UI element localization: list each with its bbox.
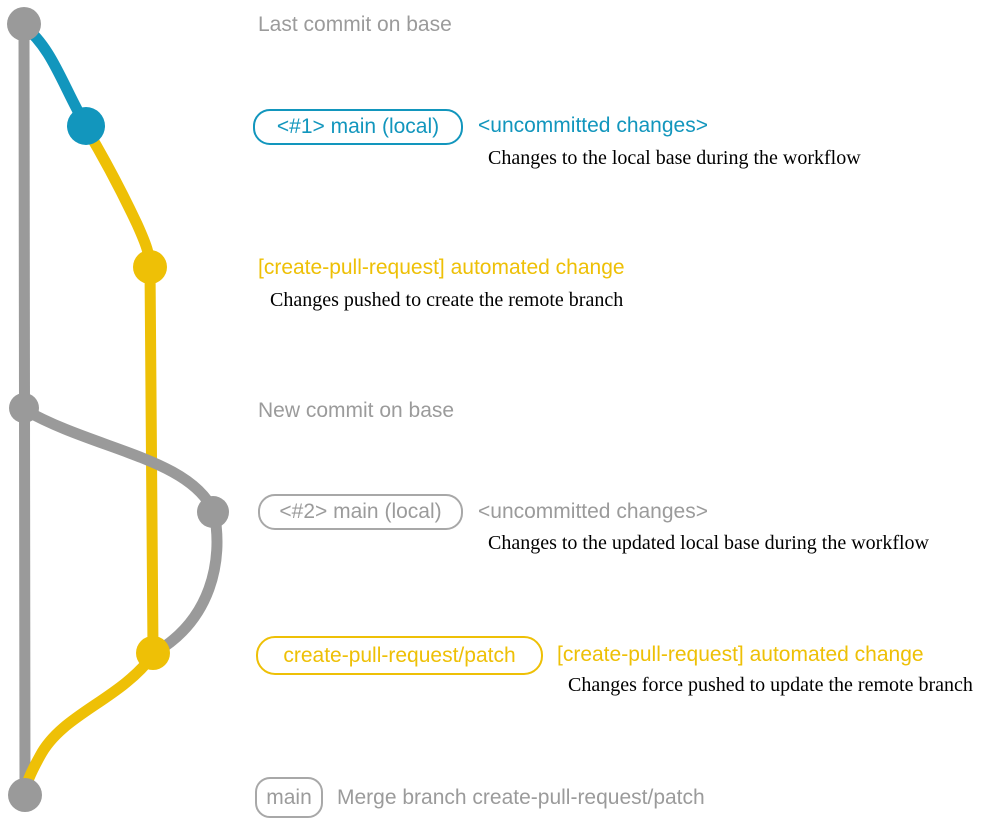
annotation-new-commit-on-base: New commit on base — [258, 399, 455, 422]
status-uncommitted-changes-1: <uncommitted changes> — [478, 114, 708, 137]
caption-local-base-changes-1: Changes to the local base during the wor… — [488, 147, 861, 169]
branch-edge-push-to-remote — [80, 122, 156, 276]
commit-message-merge: Merge branch create-pull-request/patch — [337, 786, 705, 809]
commit-message-automated-change-1: [create-pull-request] automated change — [258, 256, 625, 279]
annotation-last-commit-on-base: Last commit on base — [258, 13, 452, 36]
branch-badge-main: main — [255, 777, 323, 818]
branch-badge-label: <#1> main (local) — [276, 115, 440, 138]
branch-badge-label: <#2> main (local) — [279, 500, 442, 523]
status-uncommitted-changes-2: <uncommitted changes> — [478, 500, 708, 523]
caption-force-push-update-remote: Changes force pushed to update the remot… — [568, 674, 973, 696]
commit-dot-last-base — [7, 7, 41, 41]
branch-badge-main-local-2: <#2> main (local) — [258, 494, 463, 530]
commit-dot-local-main-1 — [67, 107, 105, 145]
branch-badge-label: create-pull-request/patch — [283, 643, 516, 667]
branch-edge-merge-to-base — [19, 649, 159, 799]
commit-dot-automated-change-1 — [133, 250, 167, 284]
commit-dot-new-base — [9, 393, 39, 423]
commit-dot-automated-change-2 — [136, 636, 170, 670]
commit-message-automated-change-2: [create-pull-request] automated change — [557, 643, 924, 666]
branch-badge-main-local-1: <#1> main (local) — [253, 109, 463, 145]
branch-edge-rebase-to-local-2 — [19, 404, 220, 518]
caption-local-base-changes-2: Changes to the updated local base during… — [488, 532, 929, 554]
caption-push-create-remote: Changes pushed to create the remote bran… — [270, 289, 624, 311]
branch-badge-label: main — [266, 785, 312, 809]
branch-badge-create-pull-request-patch: create-pull-request/patch — [256, 636, 543, 675]
commit-dot-merge — [8, 778, 42, 812]
branch-edge-force-push — [150, 506, 223, 658]
commit-dot-local-main-2 — [197, 496, 229, 528]
